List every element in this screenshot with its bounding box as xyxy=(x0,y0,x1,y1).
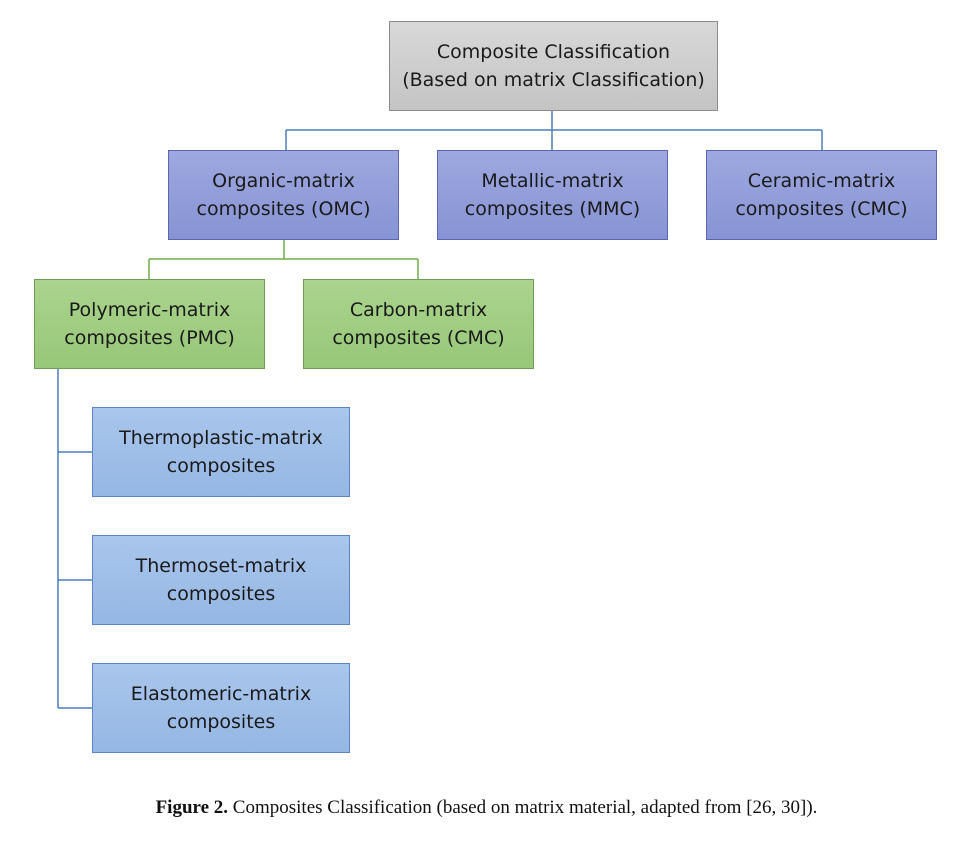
node-thermoplastic-matrix: Thermoplastic-matrix composites xyxy=(92,407,350,497)
node-elastomeric-matrix: Elastomeric-matrix composites xyxy=(92,663,350,753)
node-carbon-matrix: Carbon-matrix composites (CMC) xyxy=(303,279,534,369)
connector-pmc-level3 xyxy=(57,369,92,709)
node-organic-matrix: Organic-matrix composites (OMC) xyxy=(168,150,399,240)
classification-diagram: Composite Classification (Based on matri… xyxy=(34,21,937,753)
node-thermoset-matrix: Thermoset-matrix composites xyxy=(92,535,350,625)
connector-root-level1 xyxy=(285,110,823,150)
root-node: Composite Classification (Based on matri… xyxy=(389,21,718,111)
node-polymeric-matrix: Polymeric-matrix composites (PMC) xyxy=(34,279,265,369)
node-ceramic-matrix: Ceramic-matrix composites (CMC) xyxy=(706,150,937,240)
figure-caption-label: Figure 2. xyxy=(155,797,229,818)
figure-caption: Figure 2. Composites Classification (bas… xyxy=(0,797,973,819)
connector-omc-level2 xyxy=(148,240,419,279)
connector-lines xyxy=(57,110,823,709)
figure-caption-text: Composites Classification (based on matr… xyxy=(228,797,818,818)
node-metallic-matrix: Metallic-matrix composites (MMC) xyxy=(437,150,668,240)
